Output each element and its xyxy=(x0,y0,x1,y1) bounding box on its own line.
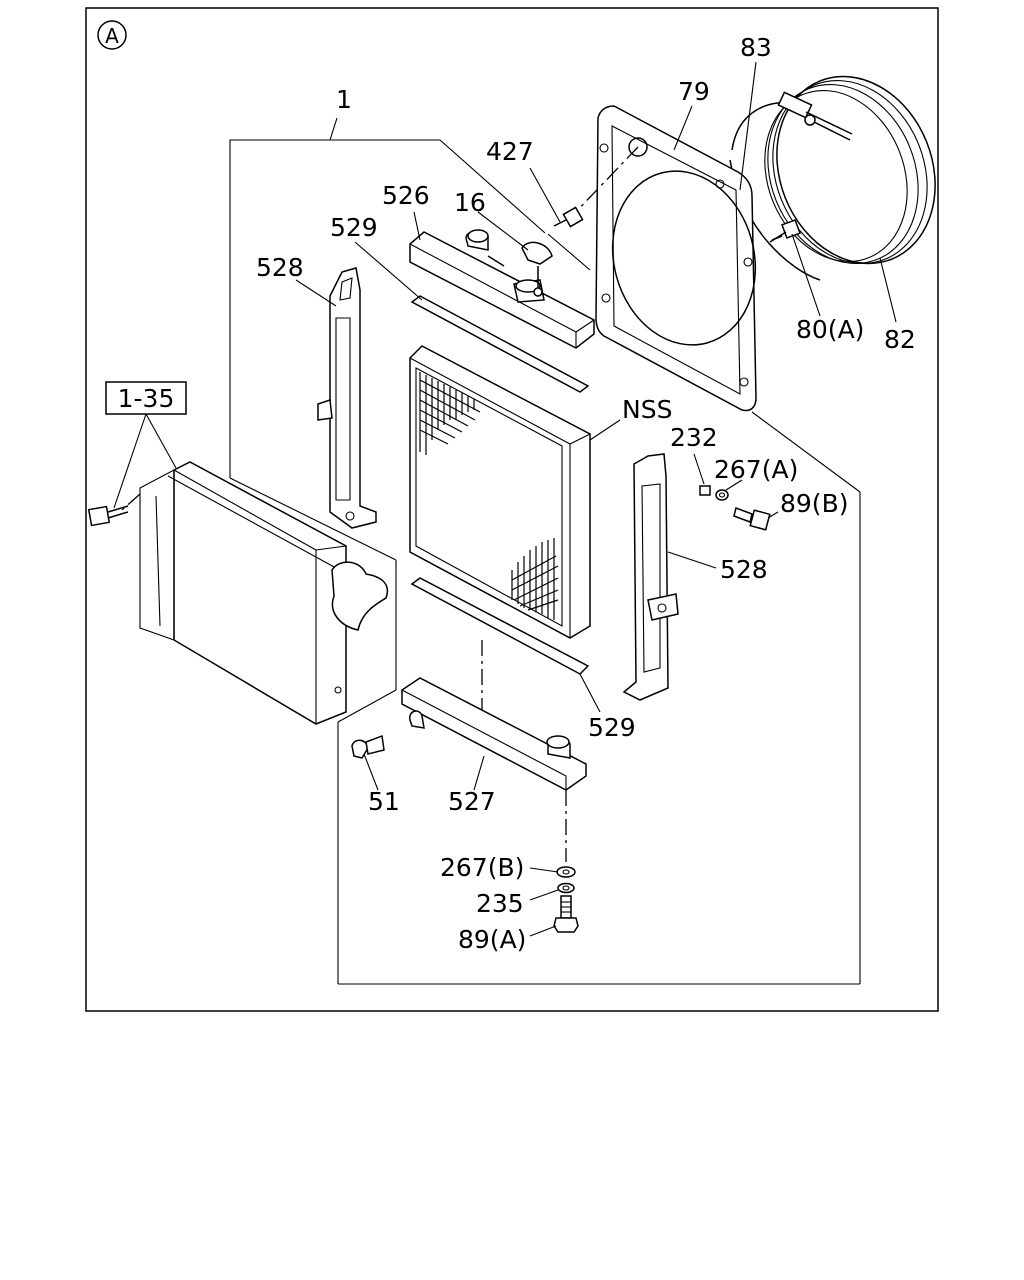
radiator-cap xyxy=(521,241,553,297)
callout-529-upper: 529 xyxy=(330,213,378,242)
callout-16: 16 xyxy=(454,188,486,217)
radiator-core xyxy=(409,345,591,639)
washer-235 xyxy=(557,882,575,894)
view-marker: A xyxy=(97,20,127,50)
callout-89b: 89(B) xyxy=(780,489,848,518)
bolt-1-35 xyxy=(87,505,129,527)
nut-232 xyxy=(699,485,711,496)
callout-528-right: 528 xyxy=(720,555,768,584)
callout-labels: 1 83 79 427 526 16 529 528 80(A) 82 NSS … xyxy=(256,33,916,954)
drain-cock xyxy=(351,734,385,759)
callout-267a: 267(A) xyxy=(714,455,798,484)
callout-267b: 267(B) xyxy=(440,853,524,882)
callout-51: 51 xyxy=(368,787,400,816)
bolt-89a xyxy=(553,895,579,933)
washer-267a xyxy=(715,489,729,501)
intercooler xyxy=(139,461,389,725)
callout-232: 232 xyxy=(670,423,718,452)
callout-528-left: 528 xyxy=(256,253,304,282)
callout-526: 526 xyxy=(382,181,430,210)
upper-tank xyxy=(409,229,595,349)
callout-527: 527 xyxy=(448,787,496,816)
callout-427: 427 xyxy=(486,137,534,166)
callout-nss: NSS xyxy=(622,395,672,424)
side-bracket-right xyxy=(622,453,679,701)
leader-lines xyxy=(113,61,897,937)
bolt-89b xyxy=(733,507,771,531)
callout-83: 83 xyxy=(740,33,772,62)
callout-82: 82 xyxy=(884,325,916,354)
callout-1-35: 1-35 xyxy=(118,384,175,413)
core-fin-pattern xyxy=(419,372,559,620)
fan-ring xyxy=(764,75,936,265)
callout-529-lower: 529 xyxy=(588,713,636,742)
side-bracket-left xyxy=(317,267,377,529)
assembly-bracket xyxy=(229,117,861,985)
gasket-upper xyxy=(410,295,590,393)
bolt-427 xyxy=(553,206,584,228)
gasket-lower xyxy=(410,577,590,675)
bolt-80a xyxy=(769,219,801,243)
washer-267b xyxy=(556,866,576,878)
callout-1-35-box: 1-35 xyxy=(105,381,187,415)
lower-tank xyxy=(401,677,587,791)
callout-235: 235 xyxy=(476,889,524,918)
diagram-frame xyxy=(85,7,939,1012)
callout-89a: 89(A) xyxy=(458,925,526,954)
callout-79: 79 xyxy=(678,77,710,106)
view-marker-label: A xyxy=(105,24,119,48)
callout-80a: 80(A) xyxy=(796,315,864,344)
callout-1: 1 xyxy=(336,85,352,114)
fan-shroud xyxy=(595,105,757,412)
